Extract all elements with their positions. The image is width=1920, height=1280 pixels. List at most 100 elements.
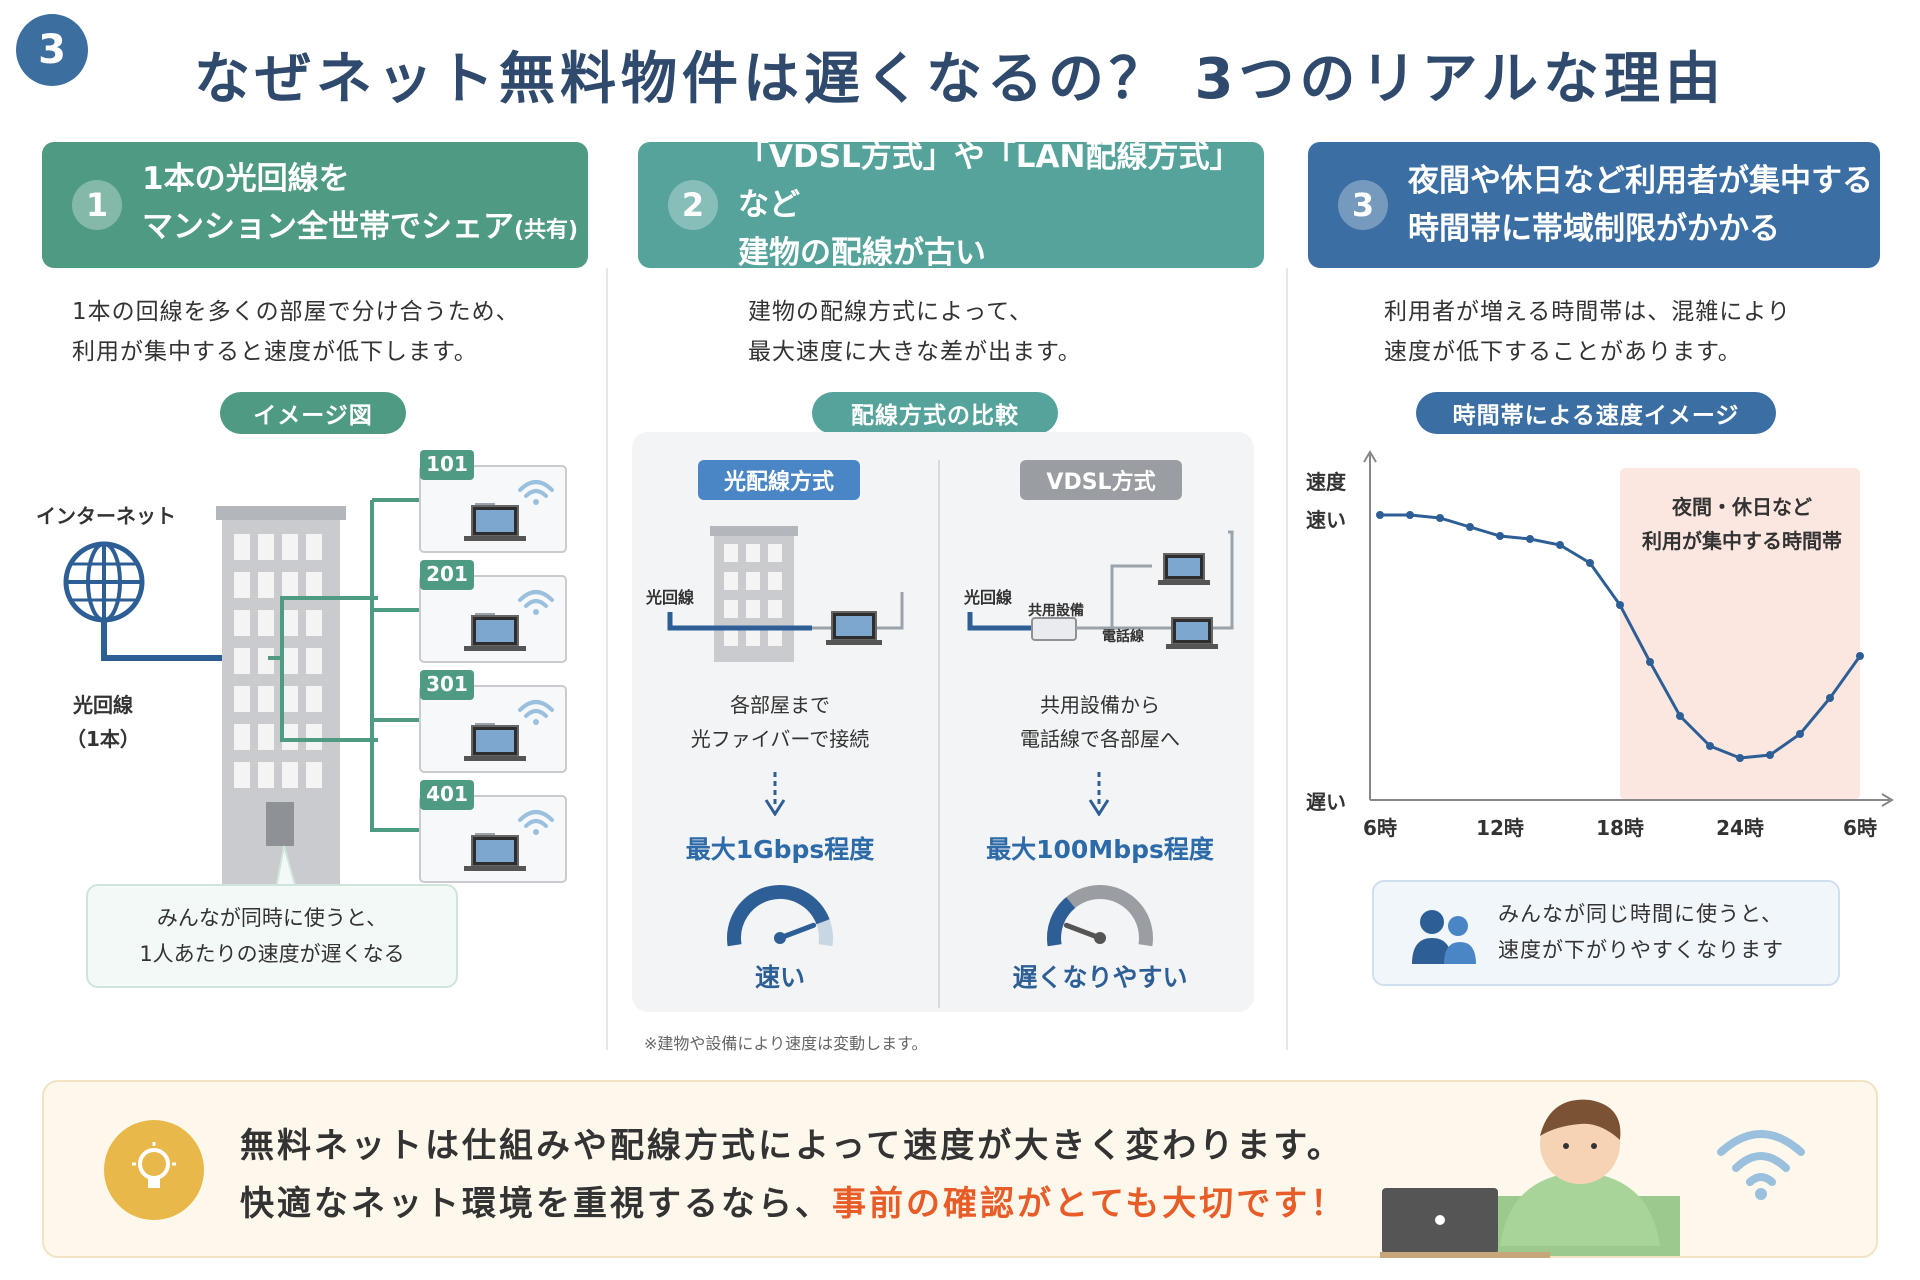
footer-line2: 快適なネット環境を重視するなら、事前の確認がとても大切です！ (240, 1176, 1347, 1225)
fiber-method-tag: 光配線方式 (698, 460, 860, 500)
person-with-laptop-illustration (1380, 1099, 1680, 1258)
lightbulb-icon (104, 1120, 204, 1220)
room-boxes (419, 450, 567, 883)
disclaimer-note: ※建物や設備により速度は変動します。 (644, 1034, 928, 1053)
laptop-icon (464, 835, 526, 871)
speed-by-time-chart (1363, 450, 1894, 807)
arrow-down-icon (1088, 772, 1110, 816)
highlight-label-line2: 利用が集中する時間帯 (1642, 529, 1842, 553)
data-point (1766, 751, 1774, 759)
room-box (419, 670, 567, 773)
reason-1-title-suffix: (共有) (514, 218, 579, 243)
reason-3-description: 利用者が増える時間帯は、混雑により 速度が低下することがあります。 (1384, 292, 1791, 372)
fiber-caption-line1: 各部屋まで (730, 693, 830, 717)
chart-y-label: 速度 (1306, 470, 1346, 494)
wiring-diagram (667, 526, 1234, 662)
reason-3-title-line1: 夜間や休日など利用者が集中する (1408, 163, 1873, 199)
reason-3-desc-line2: 速度が低下することがあります。 (1384, 339, 1742, 365)
info-text: みんなが同じ時間に使うと、 速度が下がりやすくなります (1498, 896, 1784, 968)
users-icon (1412, 910, 1476, 964)
internet-label: インターネット (36, 504, 176, 528)
footer-line2-prefix: 快適なネット環境を重視するなら、 (240, 1184, 832, 1224)
reason-1-description: 1本の回線を多くの部屋で分け合うため、 利用が集中すると速度が低下します。 (72, 292, 520, 372)
fiber-label-text: 光回線 (72, 693, 133, 717)
vdsl-fiber-wire (967, 612, 1032, 631)
shared-line-diagram (63, 450, 567, 900)
reason-3-number: 3 (1338, 180, 1388, 230)
data-point (1406, 511, 1414, 519)
building-windows (234, 534, 322, 788)
fast-gauge-icon (727, 885, 833, 947)
vdsl-caption: 共用設備から 電話線で各部屋へ (980, 688, 1220, 756)
bubble-line1: みんなが同時に使うと、 (156, 906, 388, 930)
wifi-icon (518, 590, 554, 615)
reason-1-title-line1: 1本の光回線を (142, 161, 350, 197)
laptop-icon (464, 725, 526, 761)
reason-3-pill: 時間帯による速度イメージ (1416, 392, 1776, 434)
wifi-icon (518, 480, 554, 505)
y-axis-arrow (1363, 450, 1377, 463)
x-tick-label: 18時 (1596, 816, 1644, 840)
x-tick-label: 24時 (1716, 816, 1764, 840)
reason-2-desc-line2: 最大速度に大きな差が出ます。 (748, 339, 1082, 365)
reason-1-title: 1本の光回線を マンション全世帯でシェア(共有) (142, 155, 578, 255)
fiber-label-right: 光回線 (964, 588, 1013, 607)
x-tick-label: 6時 (1843, 816, 1877, 840)
chart-highlight-label: 夜間・休日など 利用が集中する時間帯 (1626, 490, 1858, 558)
data-point (1586, 559, 1594, 567)
data-point (1526, 535, 1534, 543)
fiber-speed: 最大1Gbps程度 (685, 835, 875, 864)
bubble-line2: 1人あたりの速度が遅くなる (139, 942, 405, 966)
data-point (1556, 541, 1564, 549)
phone-line-label: 電話線 (1102, 629, 1144, 645)
reason-3-title: 夜間や休日など利用者が集中する 時間帯に帯域制限がかかる (1408, 157, 1873, 253)
room-number-301: 301 (426, 672, 468, 696)
room-box (419, 560, 567, 663)
building-windows (724, 544, 782, 646)
reason-3-info-box: みんなが同じ時間に使うと、 速度が下がりやすくなります (1372, 880, 1840, 986)
room-number-401: 401 (426, 782, 468, 806)
building-door (266, 802, 294, 846)
reason-2-title: 「VDSL方式」や「LAN配線方式」など 建物の配線が古い (738, 133, 1264, 277)
step-badge: 3 (16, 14, 88, 86)
data-point (1796, 730, 1804, 738)
x-tick-label: 6時 (1363, 816, 1397, 840)
laptop-icon (1158, 553, 1210, 585)
info-line1: みんなが同じ時間に使うと、 (1498, 902, 1784, 926)
fast-label: 速い (754, 963, 805, 992)
data-point (1826, 694, 1834, 702)
vdsl-method-tag: VDSL方式 (1020, 460, 1182, 500)
data-point (1736, 754, 1744, 762)
data-point (1706, 742, 1714, 750)
reason-2-title-line1: 「VDSL方式」や「LAN配線方式」など (738, 139, 1241, 223)
reason-1-number: 1 (72, 180, 122, 230)
fiber-count-text: （1本） (66, 727, 140, 751)
column-divider (606, 268, 608, 1050)
wifi-icon (518, 700, 554, 725)
comparison-divider (938, 460, 940, 1008)
reason-1-bubble: みんなが同時に使うと、 1人あたりの速度が遅くなる (86, 884, 458, 988)
info-line2: 速度が下がりやすくなります (1498, 938, 1784, 962)
reason-2-number: 2 (668, 180, 718, 230)
fiber-wire (667, 612, 812, 631)
data-point (1436, 514, 1444, 522)
reason-2-desc-line1: 建物の配線方式によって、 (748, 299, 1034, 325)
laptop-icon (464, 615, 526, 651)
wifi-icon (1717, 1130, 1805, 1200)
data-point (1496, 532, 1504, 540)
data-point (1466, 523, 1474, 531)
room-number-101: 101 (426, 452, 468, 476)
reason-2-description: 建物の配線方式によって、 最大速度に大きな差が出ます。 (748, 292, 1082, 372)
data-point (1376, 511, 1384, 519)
fiber-label-col1: 光回線 （1本） (66, 688, 140, 756)
data-point (1676, 712, 1684, 720)
reason-3-desc-line1: 利用者が増える時間帯は、混雑により (1384, 299, 1791, 325)
arrow-down-icon (764, 772, 786, 816)
chart-y-low-label: 遅い (1306, 790, 1346, 814)
reason-1-desc-line2: 利用が集中すると速度が低下します。 (72, 339, 478, 365)
slow-gauge-icon (1047, 885, 1153, 947)
vdsl-caption-line2: 電話線で各部屋へ (1020, 727, 1180, 751)
fiber-label-left: 光回線 (646, 588, 695, 607)
data-point (1646, 658, 1654, 666)
phone-line-upper (1110, 564, 1152, 628)
